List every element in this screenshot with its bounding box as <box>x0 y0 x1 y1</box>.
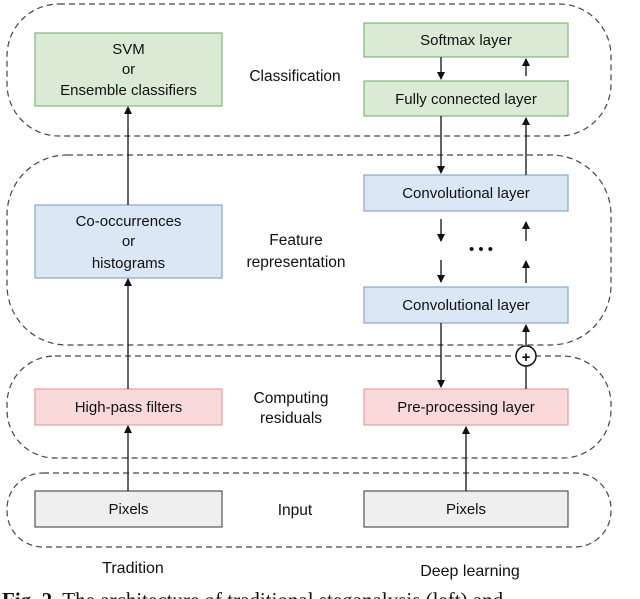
figure-caption-number: Fig. 2. <box>2 588 57 599</box>
right-pixels-label: Pixels <box>446 501 486 518</box>
softmax-label: Softmax layer <box>420 32 512 49</box>
conv-bottom-box <box>363 286 569 324</box>
features-label-line1: Co-occurrences <box>76 213 182 230</box>
figure-caption: Fig. 2. The architecture of traditional … <box>2 588 504 599</box>
conv-top-label: Convolutional layer <box>402 185 530 202</box>
sum-node-plus: + <box>522 349 531 366</box>
features-box <box>34 204 223 279</box>
classifier-box <box>34 32 223 107</box>
tradition-column-label: Tradition <box>102 560 164 577</box>
sum-node-icon <box>515 345 537 367</box>
right-pixels-box <box>363 490 569 528</box>
classification-region <box>6 3 612 137</box>
stage-input-label: Input <box>278 502 313 519</box>
feature-region <box>6 154 612 346</box>
softmax-box <box>363 22 569 58</box>
classifier-label-line1: SVM <box>112 41 145 58</box>
features-label-line2: or <box>122 233 135 250</box>
highpass-filters-label: High-pass filters <box>75 399 183 416</box>
features-label-line3: histograms <box>92 255 165 272</box>
fully-connected-label: Fully connected layer <box>395 91 537 108</box>
deep-learning-column-label: Deep learning <box>420 563 520 580</box>
preprocessing-label: Pre-processing layer <box>397 399 535 416</box>
stage-classification-label: Classification <box>249 68 340 85</box>
preprocessing-box <box>363 388 569 426</box>
stage-computing-label-line2: residuals <box>260 410 322 427</box>
computing-region <box>6 355 612 459</box>
ellipsis-dots: • • • <box>469 241 493 258</box>
figure-caption-text: The architecture of traditional steganal… <box>62 588 503 599</box>
conv-top-box <box>363 174 569 212</box>
conv-bottom-label: Convolutional layer <box>402 297 530 314</box>
input-region <box>6 472 612 548</box>
classifier-label-line3: Ensemble classifiers <box>60 82 197 99</box>
left-pixels-label: Pixels <box>108 501 148 518</box>
fully-connected-box <box>363 80 569 117</box>
stage-feature-label-line1: Feature <box>269 232 322 249</box>
left-pixels-box <box>34 490 223 528</box>
classifier-label-line2: or <box>122 61 135 78</box>
stage-computing-label-line1: Computing <box>254 390 329 407</box>
stage-feature-label-line2: representation <box>246 254 345 271</box>
